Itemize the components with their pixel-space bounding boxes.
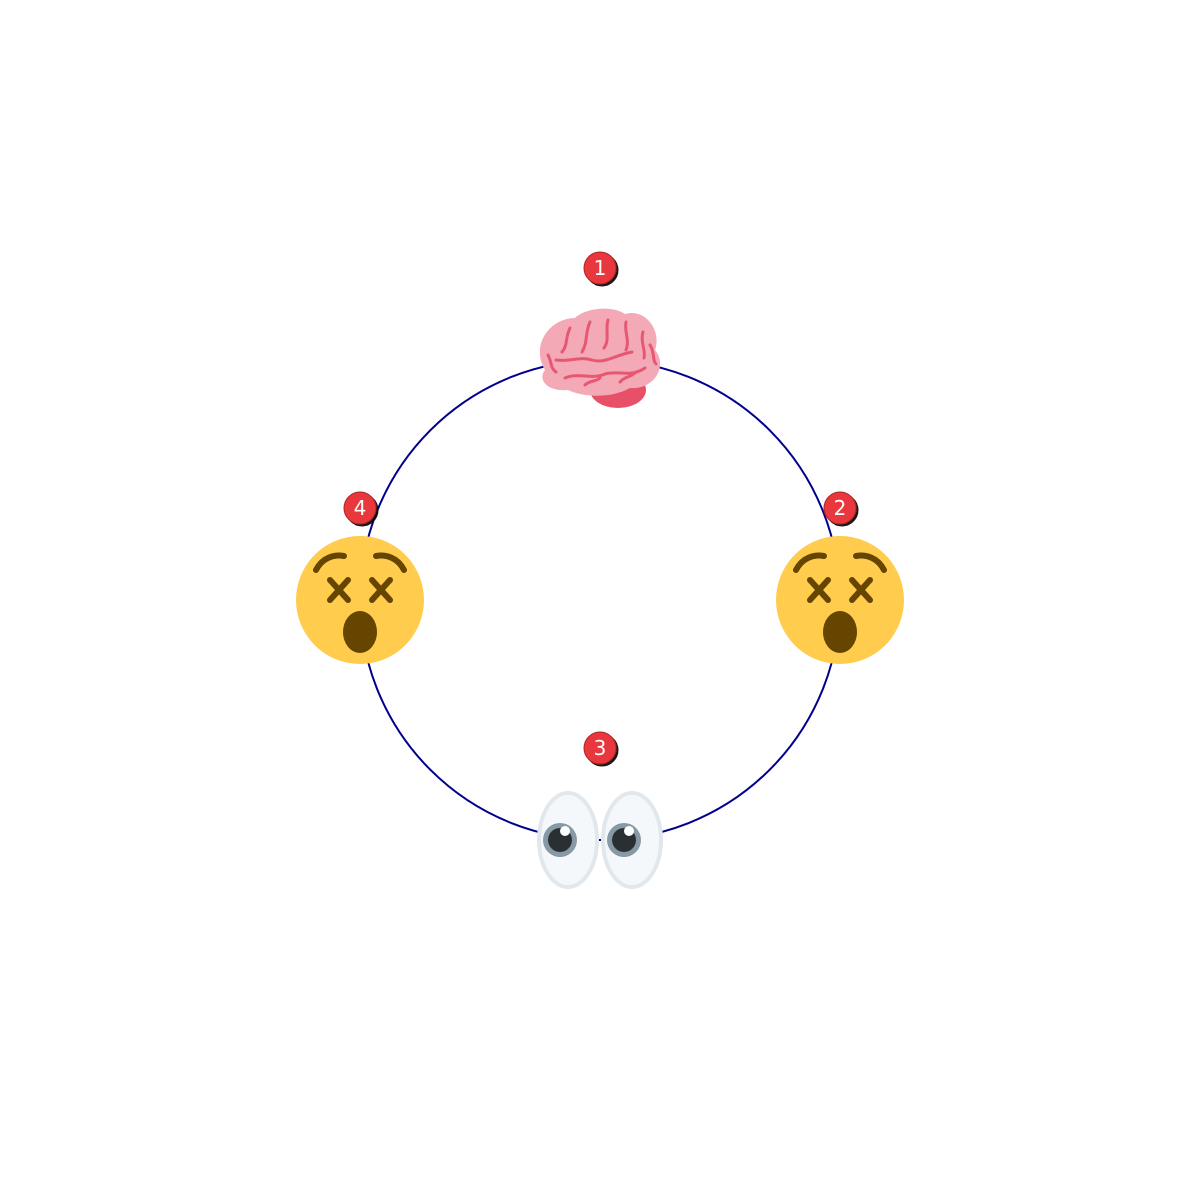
dizzy-face-icon (296, 536, 424, 664)
step-badge-1: 1 (583, 251, 617, 285)
step-badge-4-label: 4 (354, 496, 367, 520)
cycle-node-3 (537, 791, 663, 889)
eyes-icon (537, 791, 663, 889)
step-badge-4: 4 (343, 491, 377, 525)
cycle-node-2 (776, 536, 904, 664)
brain-icon (539, 308, 661, 408)
dizzy-face-icon (776, 536, 904, 664)
cycle-node-4 (296, 536, 424, 664)
step-badge-1-label: 1 (594, 256, 607, 280)
step-badge-2: 2 (823, 491, 857, 525)
cycle-ring (359, 359, 841, 841)
step-badge-3-label: 3 (594, 736, 607, 760)
step-badge-3: 3 (583, 731, 617, 765)
step-badge-2-label: 2 (834, 496, 847, 520)
cycle-node-1 (539, 308, 661, 408)
